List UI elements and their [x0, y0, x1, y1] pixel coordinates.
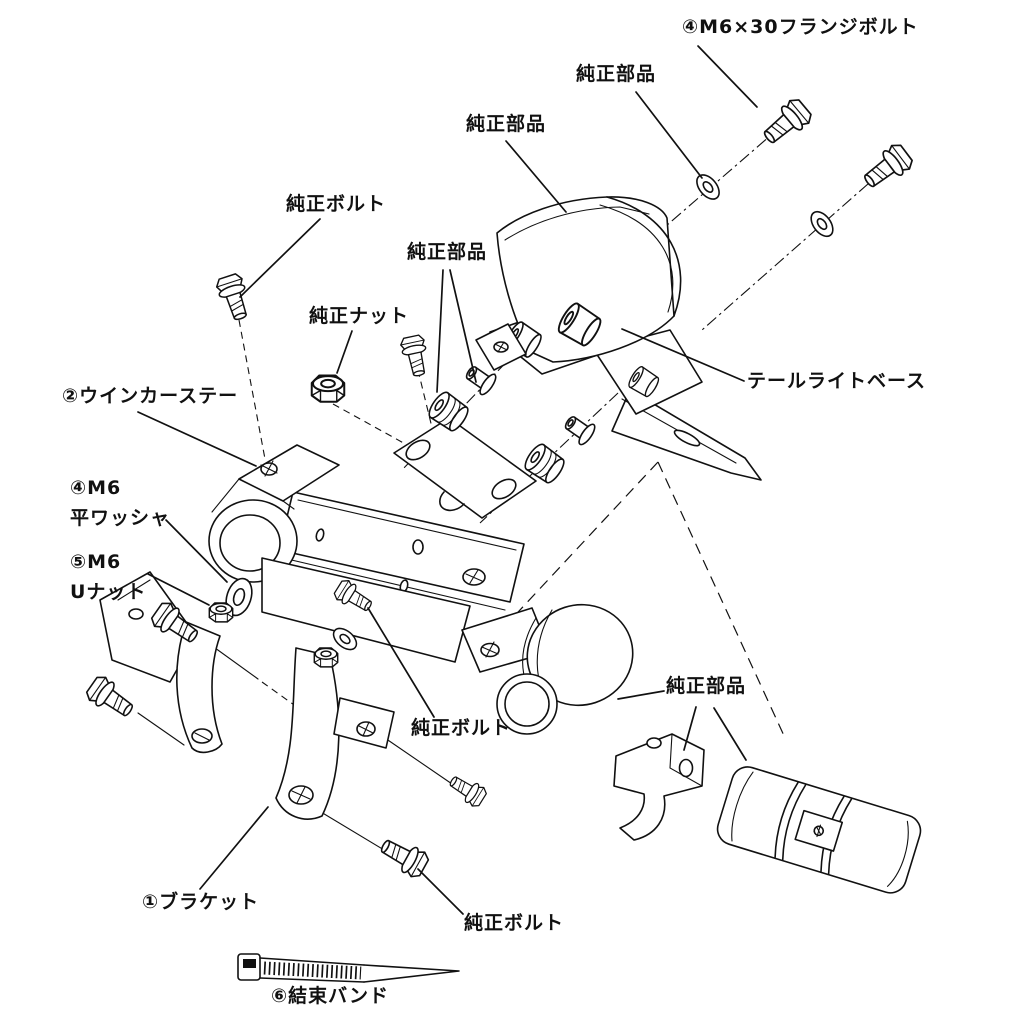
flange-bolt-m6x30-1 — [757, 95, 816, 151]
label-tail-light-base: テールライトベース — [747, 370, 927, 392]
tail-light-unit — [475, 196, 682, 375]
label-m6-u-nut-line1: ⑤M6 — [70, 551, 122, 573]
label-oem-nut: 純正ナット — [309, 305, 410, 327]
small-bolt-center — [398, 333, 432, 379]
label-m6-flat-washer-line1: ④M6 — [70, 477, 122, 499]
label-flange-bolt-m6x30: ④M6×30フランジボルト — [682, 16, 919, 38]
winker-unit — [461, 603, 634, 735]
bolt-lower-left-2 — [83, 672, 139, 724]
m6-u-nut — [208, 602, 234, 623]
label-oem-part-top-right: 純正部品 — [576, 63, 657, 85]
flange-bolt-m6x30-2 — [857, 140, 917, 195]
leader-lines — [137, 45, 758, 915]
label-oem-bolt-bottom: 純正ボルト — [464, 912, 565, 934]
label-oem-part-center: 純正部品 — [407, 241, 488, 263]
label-m6-flat-washer-line2: 平ワッシャ — [70, 507, 171, 529]
label-oem-bolt-center: 純正ボルト — [411, 717, 512, 739]
oem-bolt-upper-left — [213, 271, 255, 324]
clamp-part — [613, 733, 705, 841]
label-oem-part-top-left: 純正部品 — [466, 113, 547, 135]
bracket — [99, 557, 471, 820]
label-m6-u-nut-line2: Uナット — [70, 581, 147, 603]
projection-lines — [491, 461, 787, 741]
cable-tie — [237, 953, 460, 983]
label-cable-tie: ⑥結束バンド — [271, 985, 390, 1007]
oem-nut-part — [310, 374, 346, 403]
m6-flat-washer — [225, 577, 253, 617]
label-winker-stay: ②ウインカーステー — [62, 385, 239, 407]
label-bracket: ①ブラケット — [142, 891, 260, 913]
label-oem-bolt-upper-left: 純正ボルト — [286, 193, 387, 215]
nut-center — [313, 647, 339, 668]
oem-washer-2 — [805, 206, 839, 242]
oem-grommet-1 — [424, 388, 473, 435]
adapter-plate — [393, 417, 537, 519]
label-oem-part-right: 純正部品 — [666, 675, 747, 697]
license-light-unit — [716, 766, 922, 894]
bolt-lower-right — [445, 770, 489, 810]
